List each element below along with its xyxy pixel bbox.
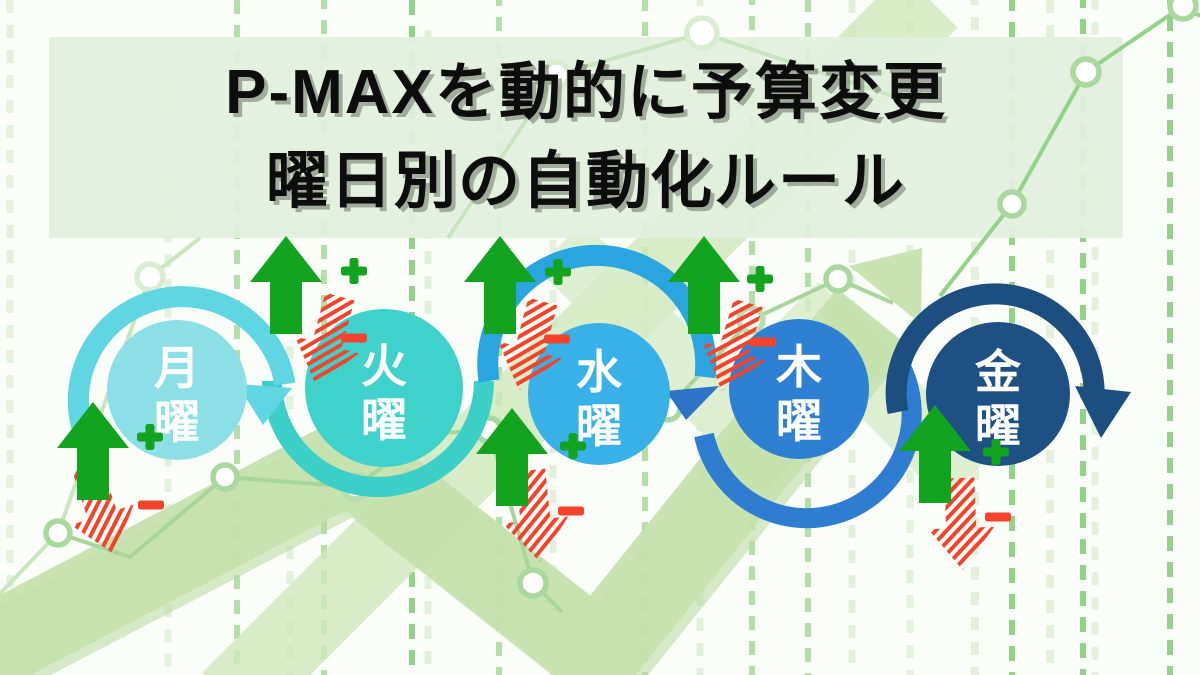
minus-icon-wednesday-bottom [558, 506, 584, 516]
zigzag-arrowhead [849, 248, 922, 324]
chart-marker [134, 261, 166, 293]
day-circle-tuesday [305, 309, 463, 467]
day-label-wednesday-top: 水 [576, 346, 623, 398]
cycle-arrow-thursday [694, 362, 922, 529]
day-circles [107, 309, 1070, 467]
day-label-thursday-top: 木 [776, 341, 822, 393]
cycle-arrowhead-monday [237, 384, 292, 425]
cycle-arrow-tuesday [262, 380, 494, 497]
chart-marker [997, 189, 1027, 219]
chart-marker [540, 59, 572, 91]
title-banner-background [49, 37, 1123, 238]
minus-icon-friday [985, 512, 1011, 522]
cycle-arrows [67, 244, 1131, 529]
day-label-monday-top: 月 [154, 342, 200, 394]
chart-marker [823, 264, 853, 294]
chart-marker [1167, 0, 1199, 22]
minus-icon-wednesday-top [544, 334, 570, 344]
cycle-arrow-friday [885, 283, 1105, 415]
day-circle-wednesday [528, 323, 670, 465]
day-circle-monday [107, 320, 247, 460]
chart-marker [1070, 56, 1102, 88]
minus-icon-thursday [750, 337, 776, 347]
day-circle-thursday [729, 319, 869, 459]
chart-marker [517, 567, 549, 599]
day-label-thursday-bottom: 曜 [776, 395, 822, 447]
chart-marker [43, 518, 73, 548]
chart-marker [210, 462, 240, 492]
cycle-arrow-monday [67, 286, 296, 431]
chart-line [0, 236, 202, 597]
day-label-friday-top: 金 [974, 346, 1022, 398]
cycle-arrowhead-wednesday [666, 386, 719, 420]
minus-icon-monday [138, 500, 164, 510]
day-circle-friday [926, 322, 1070, 466]
chart-line [446, 31, 906, 240]
minus-icon-tuesday [341, 333, 367, 343]
day-label-tuesday-bottom: 曜 [361, 394, 407, 446]
day-label-tuesday-top: 火 [361, 340, 407, 392]
chart-marker [684, 15, 720, 51]
cycle-arrowhead-friday [1075, 386, 1131, 438]
